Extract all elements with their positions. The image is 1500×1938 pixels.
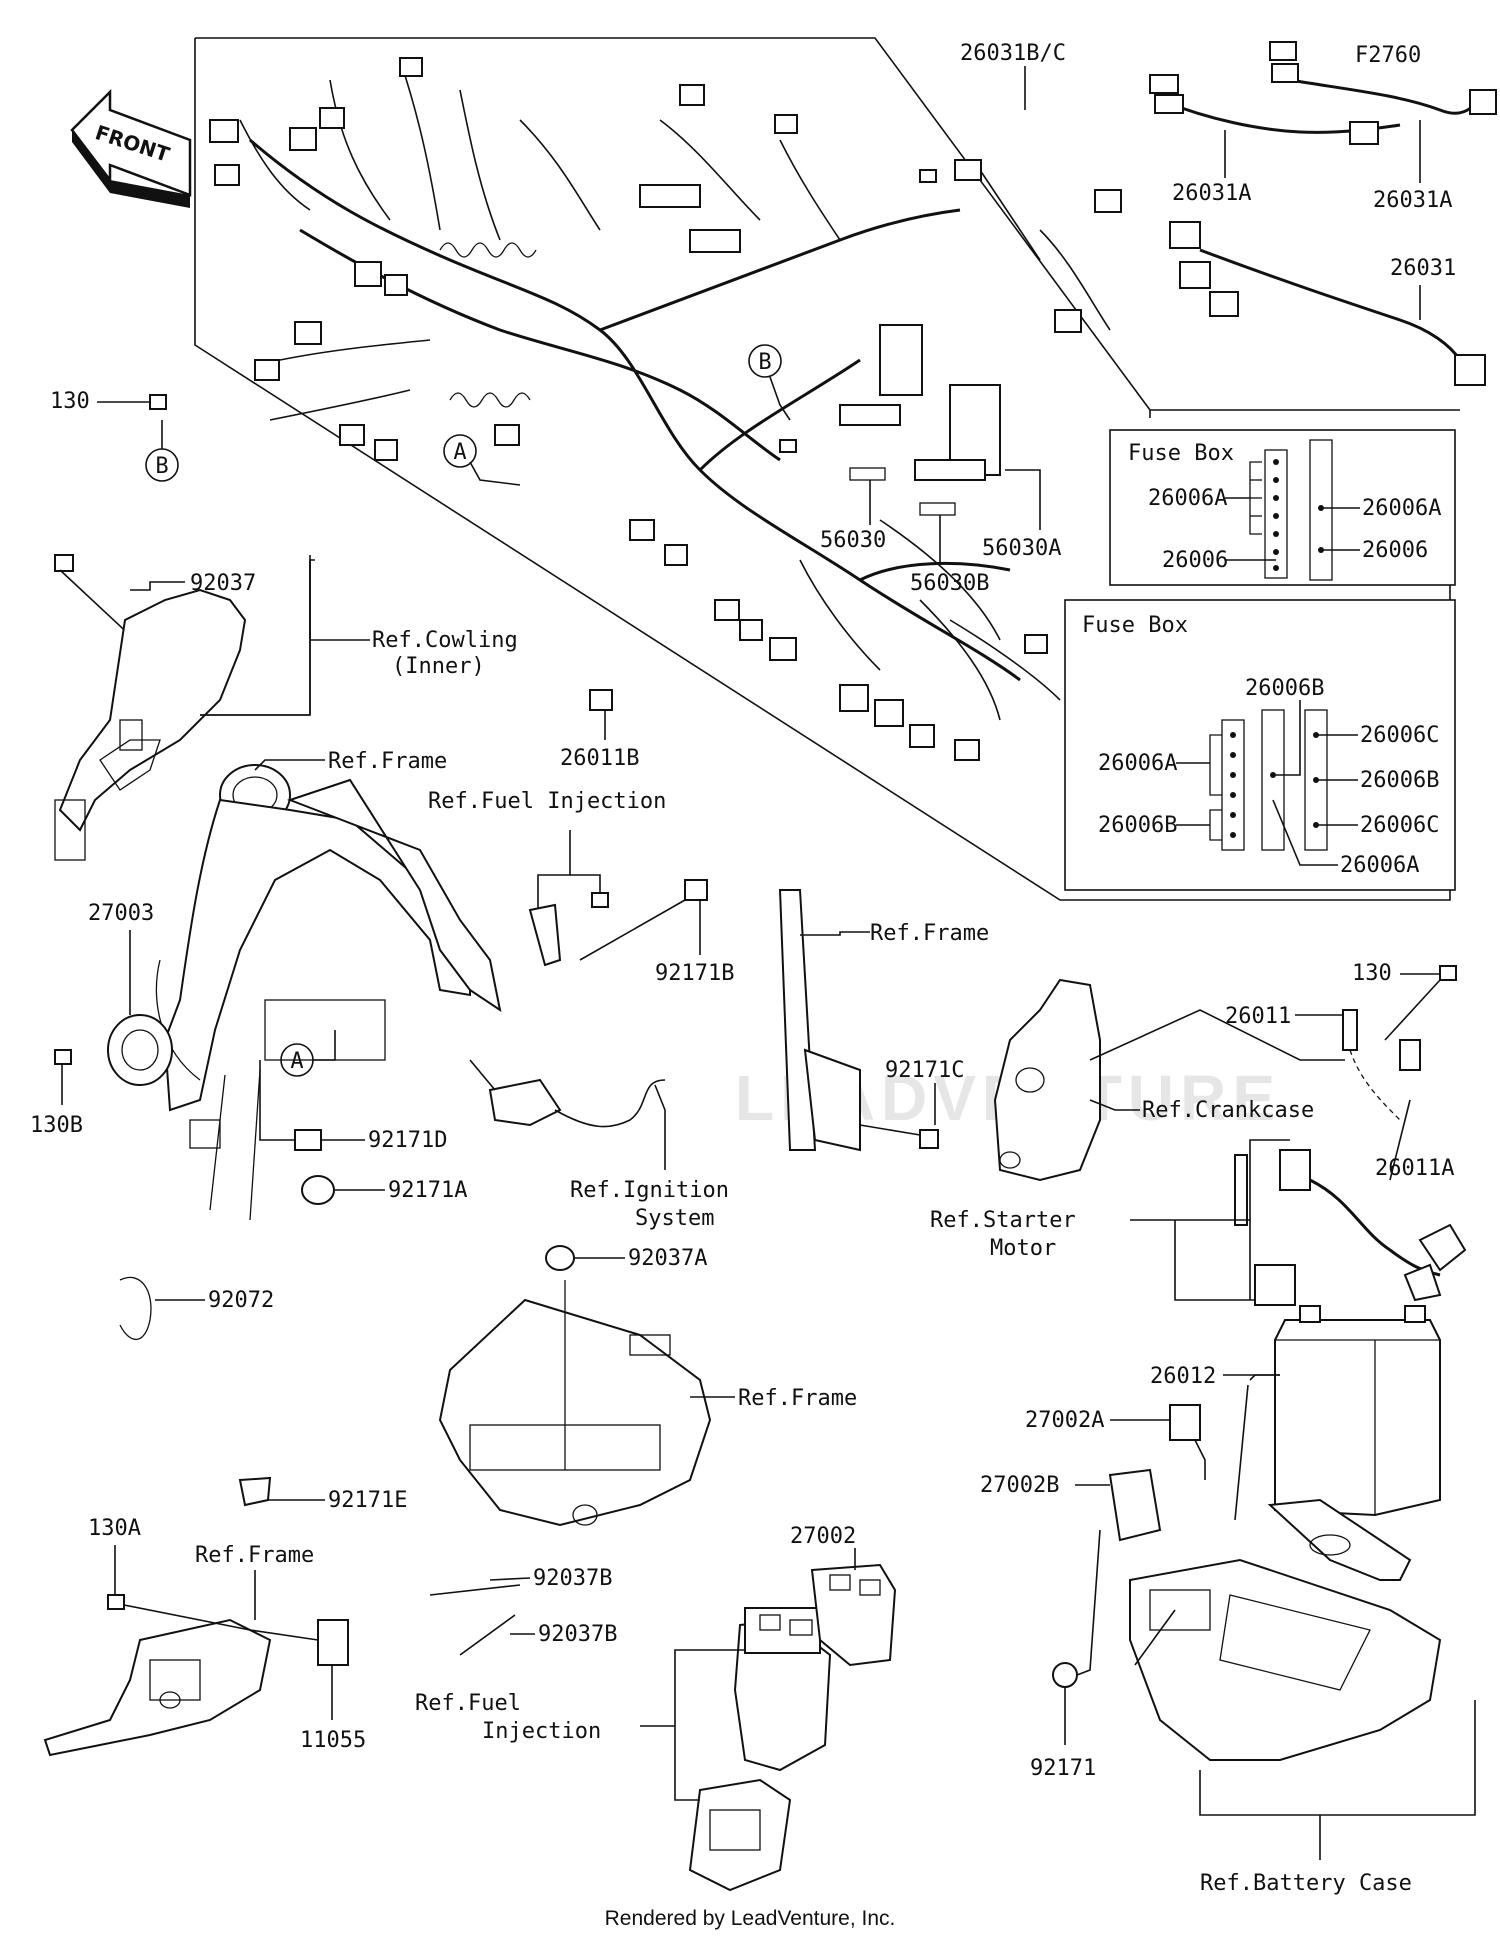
- ignition-coil: [469, 1059, 666, 1128]
- main-frame: [155, 764, 502, 1221]
- cable-tie-92072: [119, 1276, 152, 1341]
- label-ref-frame-3: Ref.Frame: [738, 1386, 857, 1411]
- harness-connectors: [209, 57, 1122, 761]
- label-ref-fuel-injection-2a: Ref.Fuel: [415, 1691, 521, 1716]
- ecu-27002: [688, 1563, 897, 1892]
- label-ref-starter: Ref.Starter: [930, 1208, 1076, 1233]
- front-arrow: FRONT: [70, 88, 192, 208]
- label-56030: 56030: [820, 528, 886, 553]
- label-ref-fuel-injection-2b: Injection: [482, 1719, 601, 1744]
- label-27002: 27002: [790, 1524, 856, 1549]
- label-26031: 26031: [1390, 256, 1456, 281]
- label-ref-frame-1: Ref.Frame: [328, 749, 447, 774]
- label-92171c: 92171C: [885, 1058, 964, 1083]
- label-ref-crankcase: Ref.Crankcase: [1142, 1098, 1314, 1123]
- label-92037a: 92037A: [628, 1246, 707, 1271]
- bolt-130-top: [149, 394, 167, 410]
- label-130-right: 130: [1352, 961, 1392, 986]
- label-92171d: 92171D: [368, 1128, 447, 1153]
- label-27002a: 27002A: [1025, 1408, 1104, 1433]
- fuse-box-2-right-1: 26006C: [1360, 723, 1439, 748]
- fuse-box-1-left-top: 26006A: [1148, 486, 1227, 511]
- label-ref-ignition-system: System: [635, 1206, 714, 1231]
- label-ref-cowling-inner: (Inner): [392, 654, 485, 679]
- callout-a-2: A: [280, 1030, 336, 1077]
- fuse-box-2-top: 26006B: [1245, 676, 1324, 701]
- label-130-top: 130: [50, 389, 90, 414]
- label-130b: 130B: [30, 1113, 83, 1138]
- label-130a: 130A: [88, 1516, 141, 1541]
- svg-text:A: A: [453, 440, 466, 465]
- label-92037b-2: 92037B: [538, 1622, 617, 1647]
- fuse-box-1-title: Fuse Box: [1128, 441, 1234, 466]
- label-ref-frame-4: Ref.Frame: [195, 1543, 314, 1568]
- label-26031a-right: 26031A: [1373, 188, 1452, 213]
- harness-frame-top: [195, 37, 1151, 418]
- crankcase: [993, 978, 1101, 1182]
- label-11055: 11055: [300, 1728, 366, 1753]
- label-ref-ignition: Ref.Ignition: [570, 1178, 729, 1203]
- callout-b-1: B: [748, 344, 791, 421]
- footer-credit: Rendered by LeadVenture, Inc.: [605, 1907, 896, 1930]
- part-27003: [107, 1014, 173, 1086]
- frame-bracket-2: [778, 889, 861, 1152]
- label-27002b: 27002B: [980, 1473, 1059, 1498]
- svg-text:A: A: [290, 1049, 303, 1074]
- sub-harness-26031a: [1149, 41, 1497, 386]
- label-92037b-1: 92037B: [533, 1566, 612, 1591]
- label-56030b: 56030B: [910, 571, 989, 596]
- starter-relay: [1234, 1149, 1467, 1306]
- label-92171e: 92171E: [328, 1488, 407, 1513]
- callout-b-2: B: [145, 420, 179, 482]
- fuse-box-2-bottom: 26006A: [1340, 853, 1419, 878]
- label-ref-cowling: Ref.Cowling: [372, 628, 518, 653]
- label-ref-starter-motor: Motor: [990, 1236, 1056, 1261]
- label-56030a: 56030A: [982, 536, 1061, 561]
- label-92072: 92072: [208, 1288, 274, 1313]
- fuse-box-2-right-3: 26006C: [1360, 813, 1439, 838]
- label-92171b: 92171B: [655, 961, 734, 986]
- label-26011b: 26011B: [560, 746, 639, 771]
- svg-text:B: B: [155, 454, 168, 479]
- label-26011a: 26011A: [1375, 1156, 1454, 1181]
- label-92037: 92037: [190, 571, 256, 596]
- label-92171a: 92171A: [388, 1178, 467, 1203]
- fuse-box-2-left-top: 26006A: [1098, 751, 1177, 776]
- fuse-box-2-title: Fuse Box: [1082, 613, 1188, 638]
- callout-a-1: A: [443, 434, 521, 486]
- fuse-box-2-left-bottom: 26006B: [1098, 813, 1177, 838]
- label-ref-fuel-injection-1: Ref.Fuel Injection: [428, 789, 666, 814]
- label-26031a-left: 26031A: [1172, 181, 1251, 206]
- bracket-frame-4: [43, 1618, 349, 1757]
- battery-case: [1129, 1498, 1442, 1761]
- connector-26011b: [589, 689, 613, 711]
- clip-92171b: [579, 879, 708, 961]
- main-harness: [239, 59, 1111, 721]
- label-26011: 26011: [1225, 1004, 1291, 1029]
- label-27003: 27003: [88, 901, 154, 926]
- fuse-box-2: Fuse Box 26006B 26006A 26006B 26006C 260…: [1064, 599, 1456, 891]
- svg-text:B: B: [758, 350, 771, 375]
- label-92171: 92171: [1030, 1756, 1096, 1781]
- fuse-box-1-left-bottom: 26006: [1162, 548, 1228, 573]
- fuse-box-2-right-2: 26006B: [1360, 768, 1439, 793]
- fuse-box-1: Fuse Box 26006A 26006 26006A 26006: [1109, 429, 1456, 586]
- battery-26012: [1273, 1305, 1442, 1517]
- cowling-inner-parts: [54, 554, 247, 861]
- fuse-box-1-right-top: 26006A: [1362, 496, 1441, 521]
- label-f2760: F2760: [1355, 43, 1421, 68]
- label-ref-battery-case: Ref.Battery Case: [1200, 1871, 1412, 1896]
- label-ref-frame-2: Ref.Frame: [870, 921, 989, 946]
- label-26012: 26012: [1150, 1364, 1216, 1389]
- fuse-box-1-right-bottom: 26006: [1362, 538, 1428, 563]
- frame-crossmember: [438, 1280, 712, 1527]
- label-26031bc: 26031B/C: [960, 41, 1066, 66]
